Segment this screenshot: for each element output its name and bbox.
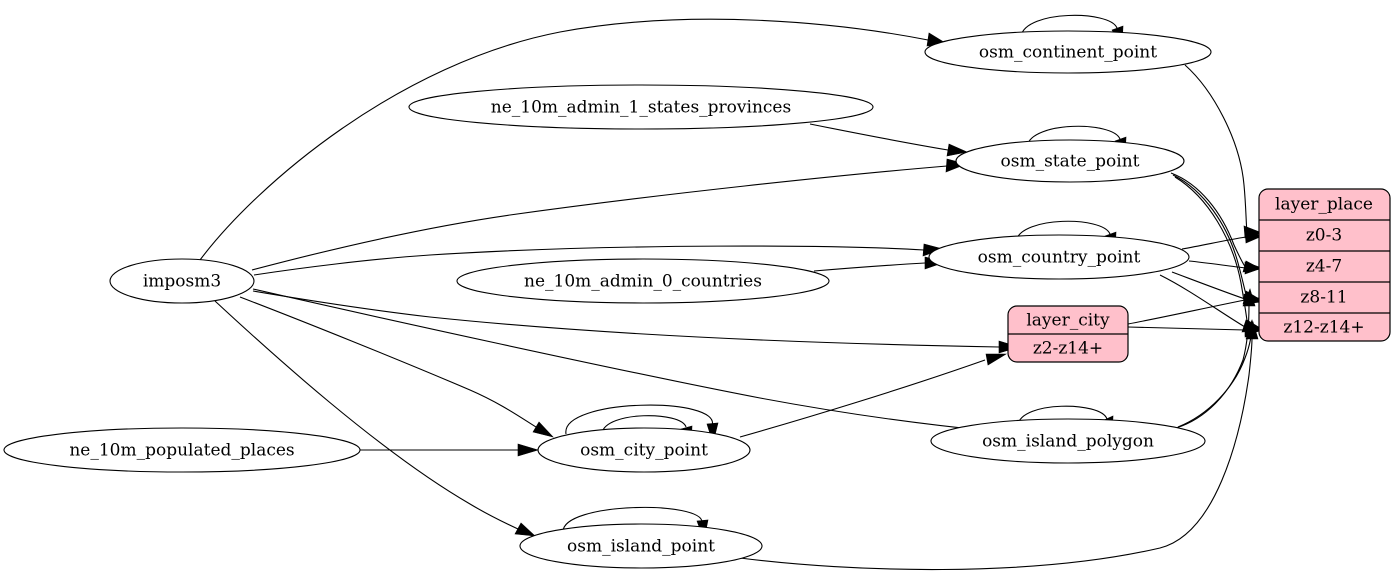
edge-imposm3-to-layer_city — [252, 290, 1000, 348]
edge-osm_island_point-to-layer_place-z12-z14 — [739, 337, 1253, 571]
arrowhead — [517, 443, 540, 457]
arrowhead — [532, 421, 554, 438]
edge-imposm3-to-osm_continent_point — [199, 18, 929, 261]
record-row-layer_city-header: layer_city — [1026, 311, 1110, 331]
edge-self-loop-osm_island_polygon — [1017, 405, 1108, 426]
edge-ne_10m_admin_0_countries-to-osm_country_point — [813, 262, 926, 272]
node-osm_country_point[interactable]: osm_country_point — [928, 234, 1190, 280]
edge-osm_state_point-to-layer_place-z4-7 — [1170, 172, 1247, 269]
node-label-ne_10m_admin_1_states_provinces: ne_10m_admin_1_states_provinces — [491, 98, 791, 118]
edge-self-loop-osm_state_point — [1026, 125, 1121, 147]
node-imposm3[interactable]: imposm3 — [109, 258, 255, 304]
edge-layer_city-to-layer_place-z12-z14 — [1127, 326, 1246, 331]
edge-self-loop-osm_country_point — [1015, 220, 1111, 242]
node-label-ne_10m_populated_places: ne_10m_populated_places — [69, 441, 294, 461]
edge-self-loop-osm_continent_point — [1020, 14, 1118, 37]
edge-osm_island_polygon-to-layer_place-z12-z14 — [1177, 336, 1252, 428]
node-label-osm_continent_point: osm_continent_point — [979, 43, 1157, 63]
node-osm_city_point[interactable]: osm_city_point — [537, 427, 751, 473]
arrowhead — [1244, 261, 1263, 275]
arrowhead — [514, 522, 536, 537]
record-row-layer_place-z0-3[interactable]: z0-3 — [1306, 226, 1342, 246]
edge-osm_country_point-to-layer_place-z8-11 — [1171, 271, 1246, 300]
node-ne_10m_admin_1_states_provinces[interactable]: ne_10m_admin_1_states_provinces — [408, 84, 874, 130]
node-label-imposm3: imposm3 — [143, 272, 221, 292]
edge-osm_country_point-to-layer_place-z4-7 — [1188, 260, 1247, 269]
node-osm_continent_point[interactable]: osm_continent_point — [924, 30, 1212, 74]
node-label-osm_city_point: osm_city_point — [580, 441, 708, 461]
node-osm_island_polygon[interactable]: osm_island_polygon — [930, 418, 1206, 464]
node-osm_island_point[interactable]: osm_island_point — [519, 523, 763, 569]
edge-osm_country_point-to-layer_place-z0-3 — [1181, 236, 1247, 250]
node-label-osm_country_point: osm_country_point — [978, 248, 1141, 268]
edge-osm_continent_point-to-layer_place-z0-3 — [1184, 64, 1248, 234]
arrowhead — [1244, 230, 1263, 244]
record-node-layer_place[interactable]: layer_place z0-3 z4-7 z8-11 z12-z14+ — [1258, 188, 1391, 342]
edge-self-loop-osm_city_point-outer — [565, 404, 713, 435]
node-osm_state_point[interactable]: osm_state_point — [955, 139, 1185, 183]
edge-self-loop-osm_city_point-inner — [601, 415, 687, 434]
edge-imposm3-to-osm_island_polygon — [252, 288, 991, 432]
record-node-layer: layer_city z2-z14+ layer_place z0-3 z4-7… — [1007, 188, 1391, 363]
edge-layer_city-to-layer_place-z8-11 — [1127, 299, 1246, 325]
record-node-layer_city[interactable]: layer_city z2-z14+ — [1007, 305, 1129, 363]
edge-imposm3-to-osm_country_point — [253, 245, 925, 276]
edge-layer — [199, 14, 1263, 571]
edge-self-loop-osm_island_point — [562, 506, 703, 533]
edge-osm_state_point-to-layer_place-z12-z14 — [1174, 176, 1249, 329]
arrowhead — [946, 143, 968, 157]
edge-osm_state_point-to-layer_place-z8-11 — [1172, 174, 1248, 299]
node-label-osm_state_point: osm_state_point — [1001, 152, 1140, 172]
record-row-layer_place-z4-7[interactable]: z4-7 — [1306, 257, 1342, 277]
edge-osm_city_point-to-layer_city — [739, 359, 986, 438]
record-row-layer_place-z8-11[interactable]: z8-11 — [1300, 288, 1347, 308]
arrowhead — [1245, 321, 1259, 340]
node-label-ne_10m_admin_0_countries: ne_10m_admin_0_countries — [524, 272, 762, 292]
node-label-osm_island_point: osm_island_point — [567, 537, 715, 557]
edge-osm_island_polygon-to-layer_place-z8-11 — [1175, 304, 1250, 429]
record-row-layer_place-z12-z14[interactable]: z12-z14+ — [1283, 318, 1364, 338]
edge-imposm3-to-osm_state_point — [251, 165, 948, 271]
node-layer: imposm3 ne_10m_admin_1_states_provinces … — [3, 30, 1212, 569]
record-row-layer_place-header: layer_place — [1275, 195, 1373, 215]
edge-imposm3-to-osm_city_point — [239, 296, 537, 428]
arrowhead — [1242, 288, 1256, 307]
edge-osm_country_point-to-layer_place-z12-z14 — [1159, 274, 1246, 328]
record-row-layer_city-z2-z14[interactable]: z2-z14+ — [1033, 339, 1103, 359]
arrowhead — [985, 353, 1008, 366]
edge-imposm3-to-osm_island_point — [214, 300, 519, 530]
node-ne_10m_populated_places[interactable]: ne_10m_populated_places — [3, 427, 361, 473]
node-ne_10m_admin_0_countries[interactable]: ne_10m_admin_0_countries — [456, 258, 830, 304]
edge-ne_10m_admin_1_states_provinces-to-osm_state_point — [809, 123, 949, 151]
node-label-osm_island_polygon: osm_island_polygon — [982, 432, 1154, 452]
